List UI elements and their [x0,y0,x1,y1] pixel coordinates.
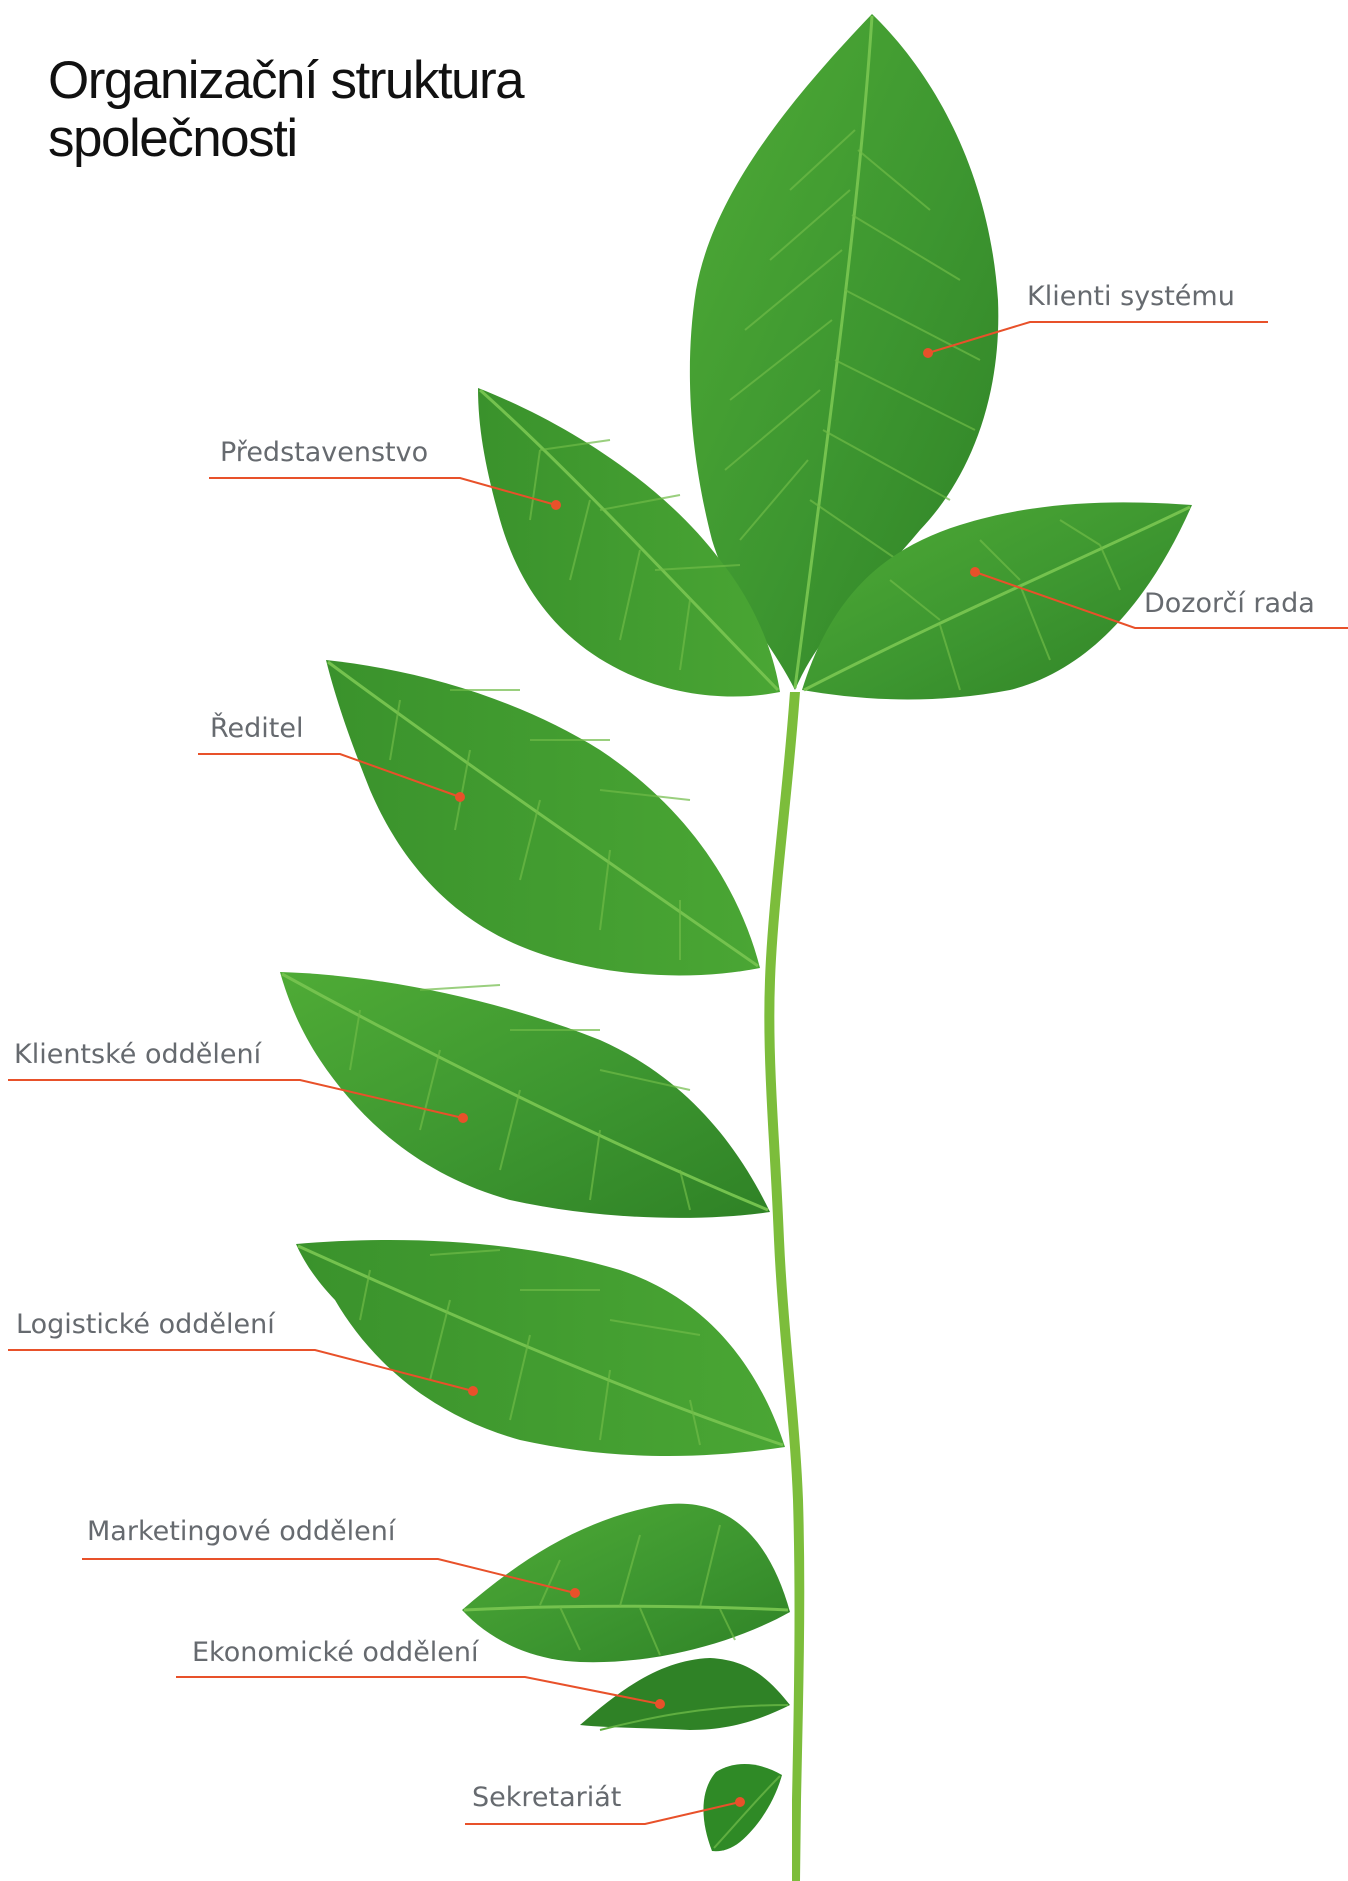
label-reditel: Ředitel [210,713,304,745]
label-klienti-systemu: Klienti systému [1027,281,1235,313]
leaf-reditel [326,660,760,975]
label-sekretariat: Sekretariát [472,1782,621,1814]
label-marketingove-oddeleni: Marketingové oddělení [87,1516,395,1548]
label-klientske-oddeleni: Klientské oddělení [14,1039,261,1071]
callout-ekonomicke-oddeleni [176,1677,665,1709]
label-predstavenstvo: Představenstvo [220,437,428,469]
leaf-ekonomicke-oddeleni [580,1658,790,1737]
leaf-marketingove-oddeleni [462,1504,790,1663]
leaf-klientske-oddeleni [280,972,770,1218]
label-logisticke-oddeleni: Logistické oddělení [16,1309,275,1341]
label-ekonomicke-oddeleni: Ekonomické oddělení [192,1637,479,1669]
leaf-logisticke-oddeleni [296,1240,785,1456]
label-dozorci-rada: Dozorčí rada [1144,588,1315,620]
